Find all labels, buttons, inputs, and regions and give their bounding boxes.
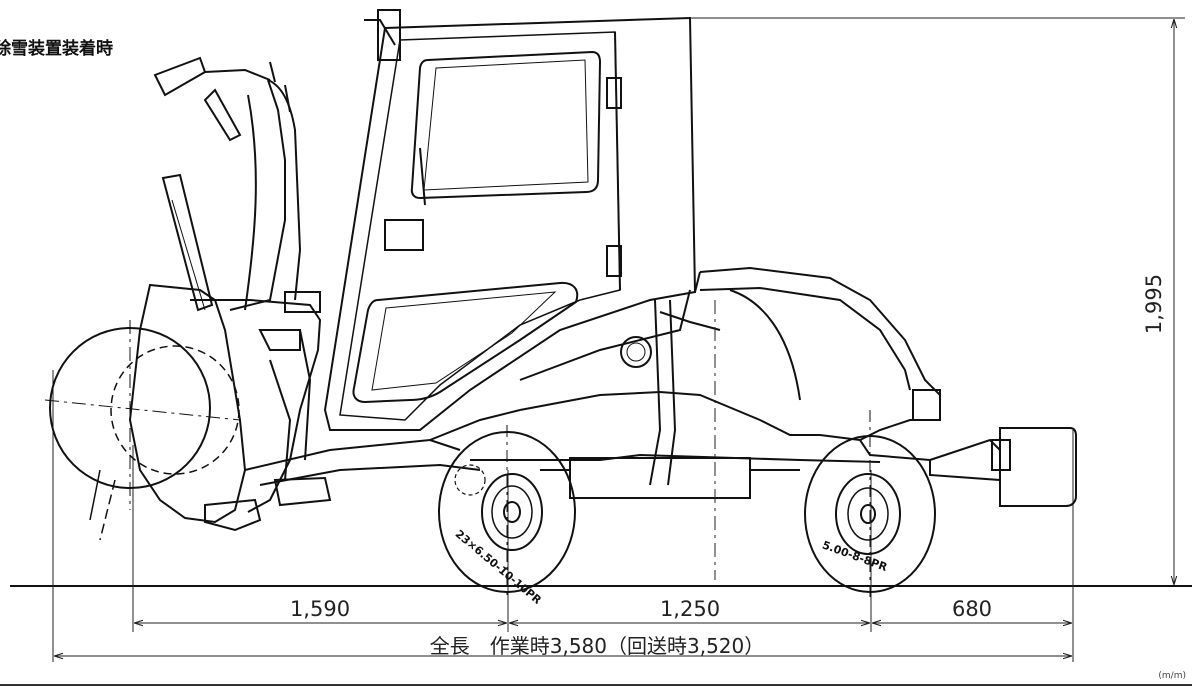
height-label: 1,995 [1142, 273, 1167, 335]
rear-wheel [804, 410, 936, 600]
diagram-title: 除雪装置装着時 [0, 39, 113, 59]
wheelbase-label: 1,250 [659, 597, 721, 621]
front-wheel [438, 425, 576, 600]
snow-blower [44, 56, 481, 541]
extension-lines [52, 370, 1074, 662]
unit-label: (m/m) [1158, 671, 1186, 681]
dimension-lines [55, 623, 1071, 656]
front-tire-label: 23×6.50-10-10PR [453, 527, 544, 607]
front-overhang-label: 1,590 [289, 597, 351, 621]
cab [323, 9, 697, 431]
rear-weight [929, 427, 1077, 507]
body [429, 266, 941, 499]
overall-length-label: 全長 作業時3,580（回送時3,520） [429, 634, 765, 658]
rear-overhang-label: 680 [951, 597, 993, 621]
rear-tire-label: 5.00-8-8PR [821, 538, 890, 574]
height-dimension [690, 17, 1185, 584]
